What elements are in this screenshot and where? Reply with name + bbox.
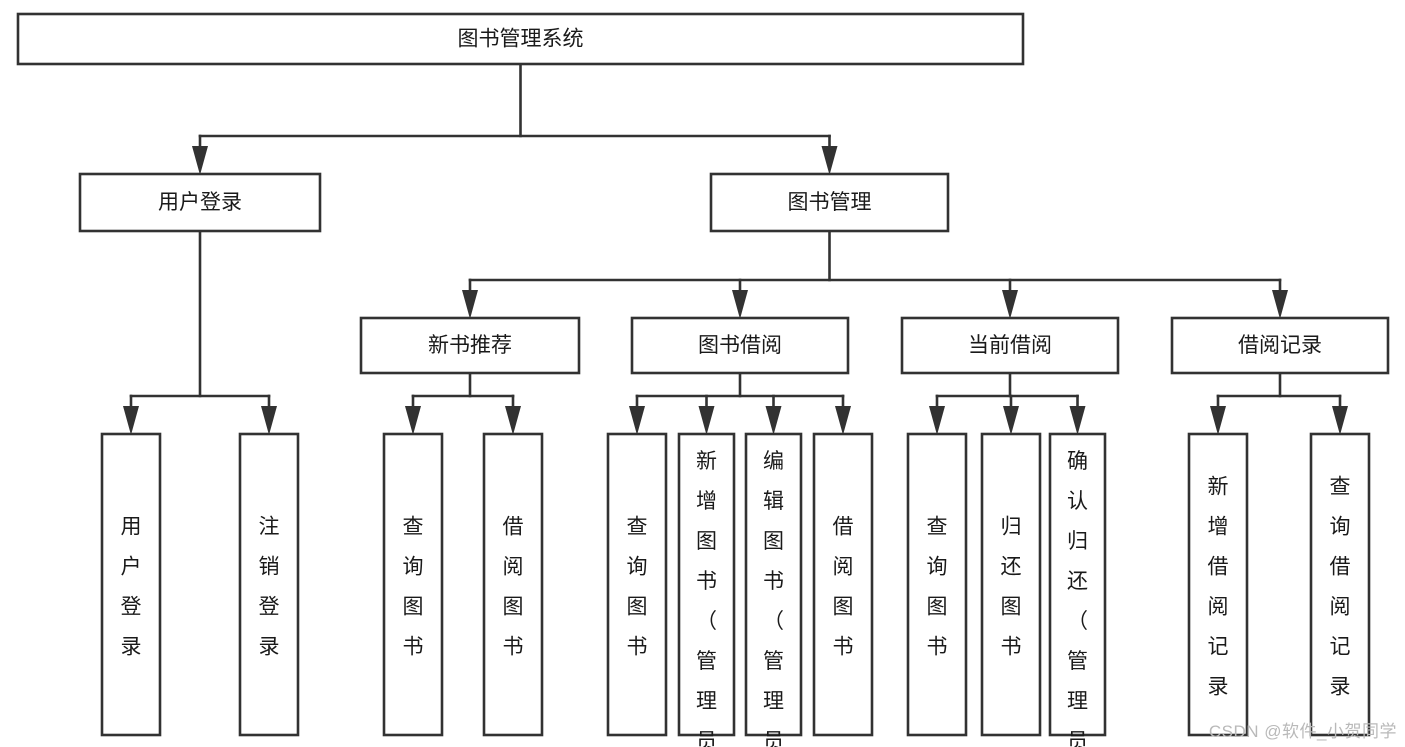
node-label: 编辑图书（管理员）	[763, 450, 784, 747]
arrow-head-icon	[1272, 290, 1288, 319]
node-n-book-mgmt[interactable]: 图书管理	[709, 172, 950, 233]
node-label: 新书推荐	[428, 334, 512, 357]
arrow-head-icon	[821, 146, 838, 175]
arrow-head-icon	[261, 406, 277, 435]
node-box	[1170, 316, 1390, 375]
arrow-head-icon	[192, 146, 208, 175]
node-label: 查询图书	[927, 515, 948, 658]
arrow-head-icon	[1002, 290, 1018, 319]
arrow-head-icon	[732, 290, 748, 319]
node-box	[16, 12, 1025, 66]
arrow-head-icon	[1003, 406, 1019, 435]
node-label: 借阅记录	[1238, 334, 1322, 357]
node-label: 查询借阅记录	[1330, 475, 1351, 698]
node-label: 确认归还（管理员）	[1067, 450, 1088, 747]
node-label: 用户登录	[121, 515, 142, 658]
node-l-query-record[interactable]: 查询借阅记录	[1309, 432, 1371, 737]
node-box	[382, 432, 444, 737]
node-layer: 图书管理系统用户登录图书管理新书推荐图书借阅当前借阅借阅记录用户登录注销登录查询…	[16, 12, 1390, 747]
node-box	[1187, 432, 1249, 737]
node-box	[980, 432, 1042, 737]
node-box	[709, 172, 950, 233]
connector-layer	[123, 62, 1348, 435]
node-label: 查询图书	[403, 515, 424, 658]
node-label: 注销登录	[259, 515, 280, 658]
node-box	[238, 432, 300, 737]
node-n-current[interactable]: 当前借阅	[900, 316, 1120, 375]
node-label: 借阅图书	[503, 515, 524, 658]
node-box	[630, 316, 850, 375]
node-box	[744, 432, 803, 737]
node-box	[677, 432, 736, 737]
arrow-head-icon	[765, 406, 782, 435]
arrow-head-icon	[1069, 406, 1086, 435]
node-l-logout[interactable]: 注销登录	[238, 432, 300, 737]
node-l-borrow-book-b[interactable]: 借阅图书	[812, 432, 874, 737]
node-box	[812, 432, 874, 737]
node-label: 借阅图书	[833, 515, 854, 658]
arrow-head-icon	[1210, 406, 1226, 435]
node-root[interactable]: 图书管理系统	[16, 12, 1025, 66]
node-label: 图书借阅	[698, 334, 782, 357]
node-box	[100, 432, 162, 737]
arrow-head-icon	[505, 406, 521, 435]
arrow-head-icon	[123, 406, 139, 435]
node-box	[78, 172, 322, 233]
arrow-head-icon	[405, 406, 421, 435]
node-box	[482, 432, 544, 737]
node-n-new-rec[interactable]: 新书推荐	[359, 316, 581, 375]
node-label: 图书管理系统	[458, 28, 584, 51]
node-l-return-book[interactable]: 归还图书	[980, 432, 1042, 737]
node-box	[606, 432, 668, 737]
node-l-user-login[interactable]: 用户登录	[100, 432, 162, 737]
arrow-head-icon	[629, 406, 645, 435]
node-n-user-login[interactable]: 用户登录	[78, 172, 322, 233]
node-n-borrow[interactable]: 图书借阅	[630, 316, 850, 375]
node-l-query-book-c[interactable]: 查询图书	[906, 432, 968, 737]
node-label: 查询图书	[627, 515, 648, 658]
node-l-add-record[interactable]: 新增借阅记录	[1187, 432, 1249, 737]
node-box	[359, 316, 581, 375]
node-label: 图书管理	[788, 191, 872, 214]
node-label: 新增图书（管理员）	[696, 450, 717, 747]
node-l-confirm-return[interactable]: 确认归还（管理员）	[1048, 432, 1107, 747]
arrow-head-icon	[835, 406, 851, 435]
arrow-head-icon	[698, 406, 715, 435]
node-l-add-book[interactable]: 新增图书（管理员）	[677, 432, 736, 747]
node-label: 新增借阅记录	[1208, 475, 1229, 698]
arrow-head-icon	[929, 406, 945, 435]
node-label: 当前借阅	[968, 334, 1052, 357]
node-box	[1048, 432, 1107, 737]
node-label: 用户登录	[158, 191, 242, 214]
node-l-borrow-book-a[interactable]: 借阅图书	[482, 432, 544, 737]
arrow-head-icon	[462, 290, 478, 319]
node-box	[1309, 432, 1371, 737]
node-l-edit-book[interactable]: 编辑图书（管理员）	[744, 432, 803, 747]
watermark-text: CSDN @软件_小贺同学	[1208, 722, 1397, 741]
node-label: 归还图书	[1001, 515, 1022, 658]
node-box	[900, 316, 1120, 375]
node-l-query-book-b[interactable]: 查询图书	[606, 432, 668, 737]
node-l-query-book-a[interactable]: 查询图书	[382, 432, 444, 737]
node-box	[906, 432, 968, 737]
arrow-head-icon	[1332, 406, 1348, 435]
node-n-record[interactable]: 借阅记录	[1170, 316, 1390, 375]
